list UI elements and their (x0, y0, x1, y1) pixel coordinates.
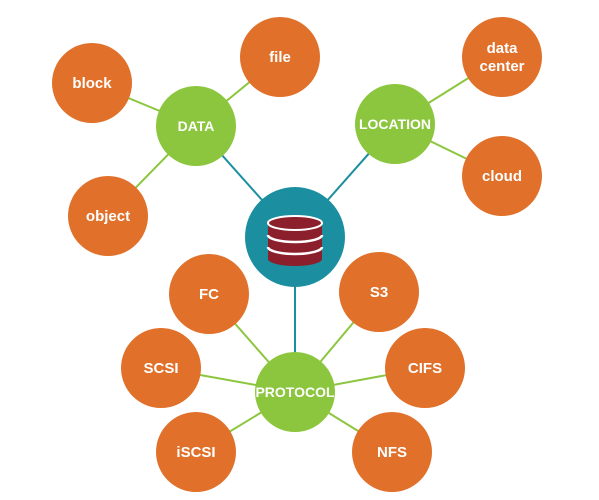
leaf-circle (156, 412, 236, 492)
leaf-label-cifs: CIFS (408, 360, 442, 377)
leaf-label-file: file (269, 49, 291, 66)
leaf-label-cloud: cloud (482, 168, 522, 185)
hub-label-data: DATA (178, 118, 215, 134)
leaf-node-fc: FC (169, 254, 249, 334)
leaf-node-file: file (240, 17, 320, 97)
leaf-label-fc: FC (199, 286, 219, 303)
hub-circle (255, 352, 335, 432)
leaf-circle (462, 17, 542, 97)
hub-circle (156, 86, 236, 166)
leaf-label-nfs: NFS (377, 444, 407, 461)
leaf-label-data-center-line1: data (487, 40, 519, 57)
leaf-circle (121, 328, 201, 408)
leaf-label-object: object (86, 208, 130, 225)
leaf-circle (52, 43, 132, 123)
leaf-node-block: block (52, 43, 132, 123)
leaf-node-data-center: data center (462, 17, 542, 97)
leaf-circle (240, 17, 320, 97)
leaf-label-data-center-line2: center (479, 58, 524, 75)
leaf-node-cifs: CIFS (385, 328, 465, 408)
leaf-label-scsi: SCSI (143, 360, 178, 377)
hub-circle (355, 84, 435, 164)
leaf-node-s3: S3 (339, 252, 419, 332)
leaf-circle (462, 136, 542, 216)
hub-node-protocol: PROTOCOL (255, 352, 335, 432)
leaf-circle (339, 252, 419, 332)
leaf-label-s3: S3 (370, 284, 388, 301)
leaf-node-scsi: SCSI (121, 328, 201, 408)
leaf-node-nfs: NFS (352, 412, 432, 492)
leaf-node-cloud: cloud (462, 136, 542, 216)
leaf-node-iscsi: iSCSI (156, 412, 236, 492)
leaf-circle (385, 328, 465, 408)
hub-label-protocol: PROTOCOL (255, 384, 335, 400)
leaf-label-iscsi: iSCSI (176, 444, 215, 461)
hub-label-location: LOCATION (359, 116, 431, 132)
leaf-node-object: object (68, 176, 148, 256)
leaf-circle (352, 412, 432, 492)
center-node (245, 187, 345, 287)
hub-node-location: LOCATION (355, 84, 435, 164)
database-icon (266, 215, 324, 266)
leaf-circle (68, 176, 148, 256)
leaf-circle (169, 254, 249, 334)
hub-node-data: DATA (156, 86, 236, 166)
leaf-label-block: block (72, 75, 112, 92)
